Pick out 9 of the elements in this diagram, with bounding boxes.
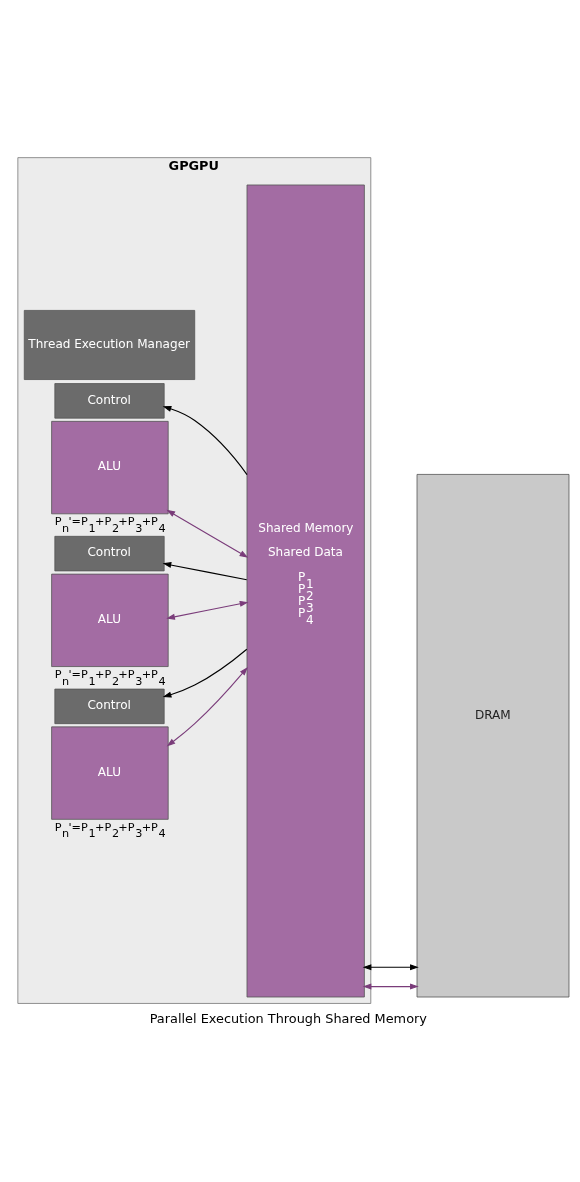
caption: Parallel Execution Through Shared Memory [149,1011,427,1027]
arrow [166,600,249,620]
arrow [362,983,419,990]
arrow [362,964,419,971]
arrow [162,562,248,581]
arrow [162,648,248,698]
arrow [166,666,248,747]
arrow [162,405,248,476]
arrow [166,509,249,558]
